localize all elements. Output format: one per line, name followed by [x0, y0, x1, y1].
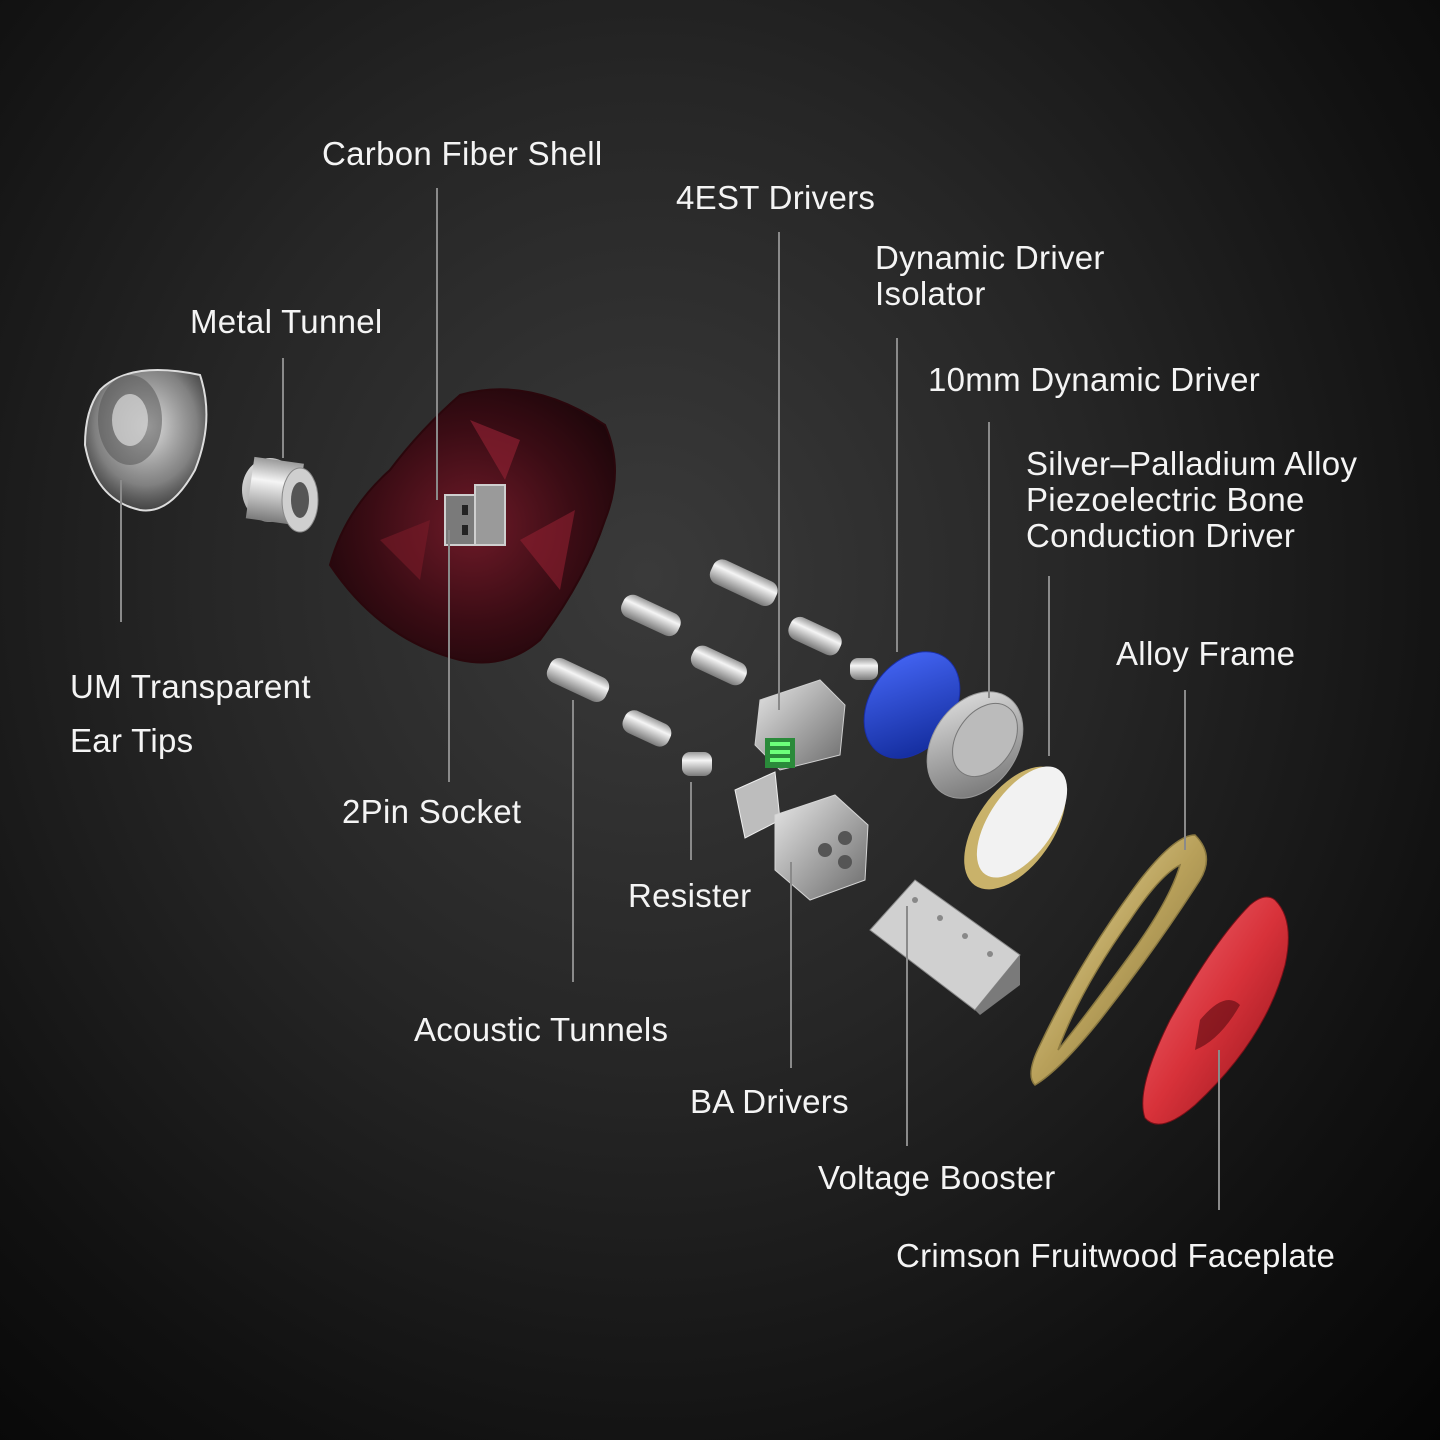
label-isolator-line1: Dynamic Driver [875, 239, 1105, 276]
leader-resister [690, 782, 692, 860]
label-alloy-frame: Alloy Frame [1116, 635, 1296, 672]
dynamic-driver-part [926, 691, 1024, 799]
label-ear-tips-line1: UM Transparent [70, 668, 311, 705]
leader-isolator [896, 338, 898, 652]
metal-tunnel-part [242, 456, 319, 533]
label-carbon-fiber-shell: Carbon Fiber Shell [322, 135, 603, 172]
label-ear-tips: UM Transparent Ear Tips [70, 660, 311, 768]
label-bone-line1: Silver–Palladium Alloy [1026, 445, 1358, 482]
label-2pin-socket: 2Pin Socket [342, 793, 522, 830]
leader-2pin-socket [448, 530, 450, 782]
label-10mm-dynamic-driver: 10mm Dynamic Driver [928, 361, 1261, 398]
label-ba-drivers: BA Drivers [690, 1083, 849, 1120]
leader-metal-tunnel [282, 358, 284, 458]
label-faceplate: Crimson Fruitwood Faceplate [896, 1237, 1336, 1274]
voltage-booster-part [869, 879, 1021, 1015]
bone-conduction-driver-part [964, 766, 1068, 890]
leader-bone-conduction [1048, 576, 1050, 756]
leader-alloy-frame [1184, 690, 1186, 850]
label-bone-line3: Conduction Driver [1026, 517, 1296, 554]
label-est-drivers: 4EST Drivers [676, 179, 876, 216]
leader-est-drivers [778, 232, 780, 710]
ba-drivers-part [774, 794, 869, 901]
est-drivers-part [754, 679, 846, 771]
leader-faceplate [1218, 1050, 1220, 1210]
alloy-frame-part [1030, 834, 1208, 1086]
leader-ba-drivers [790, 862, 792, 1068]
label-metal-tunnel: Metal Tunnel [190, 303, 383, 340]
leader-acoustic-tunnels [572, 700, 574, 982]
label-acoustic-tunnels: Acoustic Tunnels [414, 1011, 669, 1048]
faceplate-part [1142, 896, 1289, 1125]
label-isolator-line2: Isolator [875, 275, 986, 312]
leader-ear-tips [120, 480, 122, 622]
leader-dynamic-driver [988, 422, 990, 698]
circuit-chip-part [734, 771, 781, 839]
label-voltage-booster: Voltage Booster [818, 1159, 1056, 1196]
leader-carbon-fiber-shell [436, 188, 438, 500]
label-dynamic-driver-isolator: Dynamic Driver Isolator [875, 240, 1105, 312]
leader-voltage-booster [906, 906, 908, 1146]
label-bone-conduction-driver: Silver–Palladium Alloy Piezoelectric Bon… [1026, 446, 1357, 554]
label-resister: Resister [628, 877, 752, 914]
carbon-fiber-shell-part [328, 388, 616, 664]
label-bone-line2: Piezoelectric Bone [1026, 481, 1305, 518]
label-ear-tips-line2: Ear Tips [70, 722, 194, 759]
ear-tip-part [83, 369, 208, 512]
acoustic-tunnels-part [546, 559, 878, 747]
resister-part [682, 752, 712, 776]
